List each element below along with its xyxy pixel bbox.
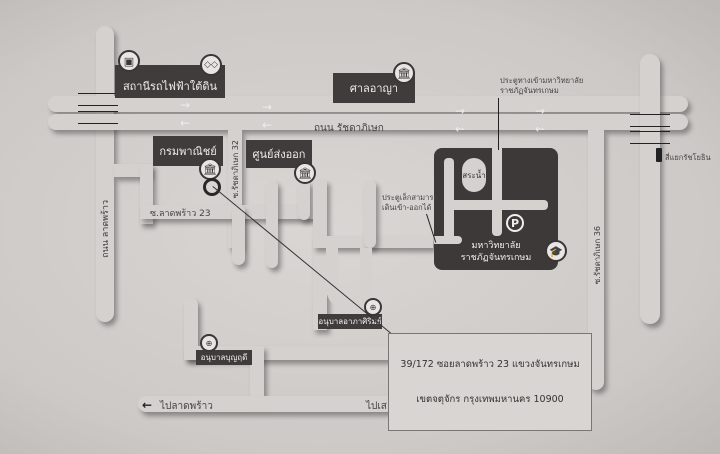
arrow-left-icon: ← <box>262 118 273 132</box>
arrow-right-icon: → <box>262 100 273 114</box>
address-line-1: 39/172 ซอยลาดพร้าว 23 แขวงจันทรเกษม <box>400 359 580 370</box>
small-gate-annotation: ประตูเล็กสามารถ เดินเข้า-ออกได้ <box>382 193 438 212</box>
soi-lat-phrao-23-label: ซ.ลาดพร้าว 23 <box>150 209 211 219</box>
main-gate-annotation: ประตูทางเข้ามหาวิทยาลัย ราชภัฏจันทรเกษม <box>500 76 584 95</box>
crosswalk-line <box>78 93 118 94</box>
address-box: 39/172 ซอยลาดพร้าว 23 แขวงจันทรเกษม เขตจ… <box>388 333 592 431</box>
road-bottom <box>138 396 394 412</box>
road-stub-2 <box>266 180 278 268</box>
button-school-icon: ⊕ <box>200 334 218 352</box>
arrow-left-icon: ← <box>180 116 191 130</box>
address-line-2: เขตจตุจักร กรุงเทพมหานคร 10900 <box>416 394 564 405</box>
crosswalk-line <box>78 123 118 124</box>
road-stub-4 <box>364 180 376 248</box>
road-ratchada-lower-lane <box>48 114 688 130</box>
government-building-icon: 🏛 <box>294 162 316 184</box>
government-building-icon: 🏛 <box>393 62 415 84</box>
road-lower-vertical <box>250 346 264 396</box>
road-stub-1 <box>232 205 245 265</box>
commerce-dept-label: กรมพาณิชย์ <box>159 145 217 158</box>
soi-ratchada-36-label: ซ.รัชดาภิเษก 36 <box>593 226 602 285</box>
pool-label: สระน้ำ <box>462 170 486 180</box>
campus-road-vertical-center <box>492 148 502 236</box>
government-building-icon: 🏛 <box>199 158 221 180</box>
road-ratchada-upper-lane <box>48 96 688 112</box>
to-lat-phrao-label: ไปลาดพร้าว <box>160 401 213 412</box>
road-middle-vertical <box>313 180 327 330</box>
location-pin-icon <box>203 178 221 196</box>
graduate-icon: 🎓 <box>545 240 567 262</box>
landmark-kindergarten-b[interactable]: อนุบาลบุญฤดี <box>196 350 252 365</box>
soi-ratchada-32-label: ซ.รัชดาภิเษก 32 <box>231 140 240 199</box>
traffic-light-label: สี่แยกรัชโยธิน <box>665 153 711 162</box>
crosswalk-line <box>630 143 670 144</box>
traffic-light-icon <box>656 148 662 162</box>
train-icon: ▣ <box>118 50 140 72</box>
mrt-station-label: สถานีรถไฟฟ้าใต้ดิน <box>122 79 218 93</box>
to-lat-phrao-arrow-icon: ← <box>142 398 153 412</box>
university-label: มหาวิทยาลัย ราชภัฏจันทรเกษม <box>460 241 532 263</box>
pool: สระน้ำ <box>462 158 486 192</box>
crosswalk-line <box>630 131 670 132</box>
main-road-label: ถนน รัชดาภิเษก <box>314 123 384 134</box>
export-center-label: ศูนย์ส่งออก <box>252 148 306 161</box>
lat-phrao-road-label: ถนน ลาดพร้าว <box>101 200 111 258</box>
road-lat-phrao <box>96 26 114 322</box>
road-lower-left-stub <box>184 298 198 360</box>
parking-icon: P <box>506 214 524 232</box>
arrow-right-icon: → <box>455 104 466 118</box>
crosswalk-line <box>630 114 670 115</box>
button-school-icon: ⊕ <box>364 298 382 316</box>
landmark-kindergarten-a[interactable]: อนุบาลอาภาศิริมย์ <box>318 314 382 329</box>
metro-logo-icon: ◇◇ <box>200 54 222 76</box>
crosswalk-line <box>78 111 118 112</box>
court-label: ศาลอาญา <box>349 82 399 95</box>
to-other-label: ไปเส <box>366 401 387 412</box>
road-soi-ratchada-36 <box>588 130 604 390</box>
main-gate-pointer <box>498 98 499 150</box>
arrow-left-icon: ← <box>535 122 546 136</box>
road-stub-3 <box>298 180 310 220</box>
university-campus[interactable]: สระน้ำ P มหาวิทยาลัย ราชภัฏจันทรเกษม <box>434 148 558 270</box>
arrow-left-icon: ← <box>455 122 466 136</box>
crosswalk-line <box>78 105 118 106</box>
campus-road-bottom <box>434 236 462 244</box>
crosswalk-line <box>630 126 670 127</box>
arrow-right-icon: → <box>535 104 546 118</box>
arrow-right-icon: → <box>180 98 191 112</box>
road-ratchayothin-vertical <box>640 54 660 324</box>
